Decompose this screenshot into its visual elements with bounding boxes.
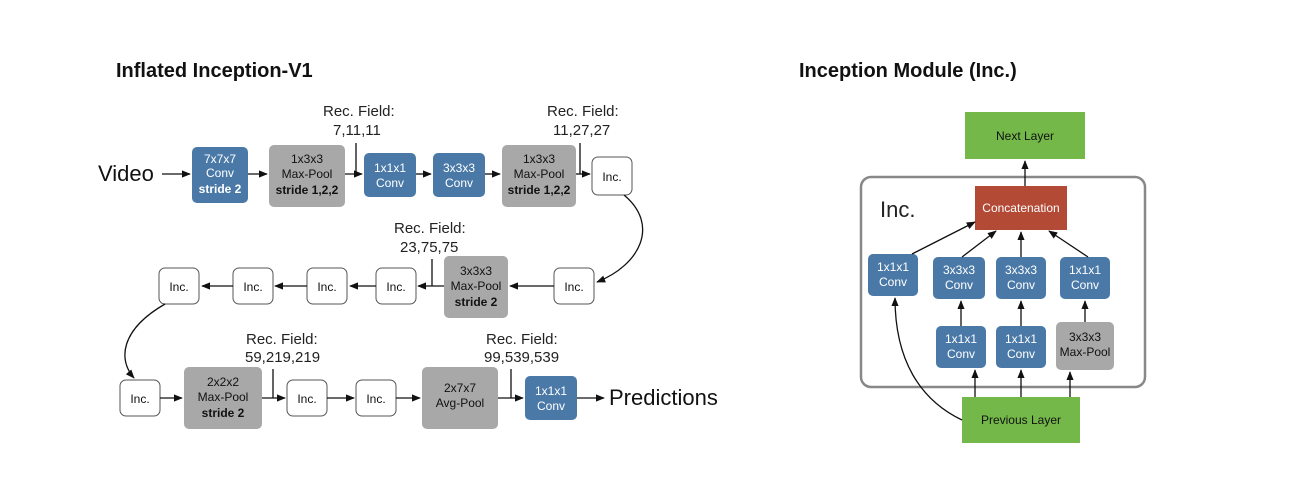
inc-module-border [859,175,1147,389]
svg-text:Concatenation: Concatenation [982,201,1059,215]
svg-text:Inc.: Inc. [243,280,262,294]
rec-field-4-label: Rec. Field: [246,331,318,348]
inc-module-label: Inc. [880,197,915,222]
svg-text:1x1x1: 1x1x1 [1005,332,1037,346]
block-conv-1x1x1-a: 1x1x1 Conv [364,153,416,197]
svg-text:1x3x3: 1x3x3 [523,152,555,166]
branch-conv-1x1x1-d: 1x1x1 Conv [1060,257,1110,299]
inc-block-6: Inc. [158,267,200,305]
next-layer-box: Next Layer [965,112,1085,159]
rec-field-3-value: 23,75,75 [400,239,458,256]
svg-text:7x7x7: 7x7x7 [204,152,236,166]
svg-text:Avg-Pool: Avg-Pool [436,396,484,410]
svg-text:Conv: Conv [1071,278,1099,292]
svg-text:stride 2: stride 2 [199,182,242,196]
svg-text:Max-Pool: Max-Pool [451,279,502,293]
svg-text:Inc.: Inc. [297,392,316,406]
rec-field-3-label: Rec. Field: [394,220,466,237]
svg-text:Conv: Conv [1007,347,1035,361]
block-maxpool-1x3x3-a: 1x3x3 Max-Pool stride 1,2,2 [269,145,345,207]
branch-maxpool-3x3x3: 3x3x3 Max-Pool [1056,322,1114,370]
rec-field-5-label: Rec. Field: [486,331,558,348]
rec-field-5-value: 99,539,539 [484,349,559,366]
svg-text:2x2x2: 2x2x2 [207,375,239,389]
predictions-label: Predictions [609,385,718,410]
svg-text:Inc.: Inc. [169,280,188,294]
svg-text:Conv: Conv [1007,278,1035,292]
svg-text:1x3x3: 1x3x3 [291,152,323,166]
block-conv-1x1x1-final: 1x1x1 Conv [525,376,577,420]
branch-conv-3x3x3-a: 3x3x3 Conv [933,257,985,299]
video-label: Video [98,161,154,186]
left-title: Inflated Inception-V1 [116,60,313,82]
concatenation-box: Concatenation [975,186,1067,230]
svg-text:Conv: Conv [445,176,473,190]
block-maxpool-1x3x3-b: 1x3x3 Max-Pool stride 1,2,2 [502,145,576,207]
rec-field-2-value: 11,27,27 [553,122,610,139]
inc-block-3: Inc. [375,267,417,305]
svg-text:Conv: Conv [947,347,975,361]
inc-block-5: Inc. [232,267,274,305]
inc-block-2: Inc. [553,267,595,305]
block-maxpool-2x2x2: 2x2x2 Max-Pool stride 2 [184,367,262,429]
svg-text:1x1x1: 1x1x1 [945,332,977,346]
svg-text:3x3x3: 3x3x3 [1069,330,1101,344]
inc-block-9: Inc. [355,379,397,417]
svg-text:Conv: Conv [376,176,404,190]
svg-text:1x1x1: 1x1x1 [374,161,406,175]
inc-block-7: Inc. [119,379,161,417]
branch-conv-3x3x3-b: 3x3x3 Conv [996,257,1046,299]
svg-text:Previous Layer: Previous Layer [981,413,1061,427]
block-avgpool-2x7x7: 2x7x7 Avg-Pool [422,367,498,429]
svg-text:stride 1,2,2: stride 1,2,2 [276,183,339,197]
svg-text:Conv: Conv [879,275,907,289]
block-maxpool-3x3x3: 3x3x3 Max-Pool stride 2 [444,256,508,318]
svg-text:stride 2: stride 2 [202,406,245,420]
svg-text:Inc.: Inc. [366,392,385,406]
svg-text:3x3x3: 3x3x3 [1005,263,1037,277]
rec-field-2-label: Rec. Field: [547,103,619,120]
branch-conv-1x1x1-b: 1x1x1 Conv [936,326,986,368]
svg-text:Max-Pool: Max-Pool [198,390,249,404]
svg-text:1x1x1: 1x1x1 [877,260,909,274]
svg-text:Max-Pool: Max-Pool [1060,345,1111,359]
svg-text:Inc.: Inc. [317,280,336,294]
svg-text:Max-Pool: Max-Pool [514,167,565,181]
branch-conv-1x1x1-a: 1x1x1 Conv [868,254,918,296]
rec-field-1-label: Rec. Field: [323,103,395,120]
svg-text:1x1x1: 1x1x1 [1069,263,1101,277]
svg-text:1x1x1: 1x1x1 [535,384,567,398]
svg-text:stride 1,2,2: stride 1,2,2 [508,183,571,197]
rec-field-4-value: 59,219,219 [245,349,320,366]
svg-text:Max-Pool: Max-Pool [282,167,333,181]
svg-text:3x3x3: 3x3x3 [460,264,492,278]
rec-field-1-value: 7,11,11 [333,122,381,139]
svg-text:Inc.: Inc. [130,392,149,406]
block-conv-7x7x7: 7x7x7 Conv stride 2 [192,147,248,203]
svg-text:stride 2: stride 2 [455,295,498,309]
svg-text:Next Layer: Next Layer [996,129,1054,143]
branch-conv-1x1x1-c: 1x1x1 Conv [996,326,1046,368]
svg-text:Conv: Conv [945,278,973,292]
svg-text:Inc.: Inc. [602,170,621,184]
svg-text:3x3x3: 3x3x3 [443,161,475,175]
inc-block-1: Inc. [591,156,633,196]
svg-text:Inc.: Inc. [386,280,405,294]
inc-block-8: Inc. [286,379,328,417]
previous-layer-box: Previous Layer [962,397,1080,443]
svg-text:Conv: Conv [537,399,565,413]
block-conv-3x3x3-a: 3x3x3 Conv [433,153,485,197]
svg-text:3x3x3: 3x3x3 [943,263,975,277]
right-title: Inception Module (Inc.) [799,60,1017,82]
svg-text:Inc.: Inc. [564,280,583,294]
svg-text:2x7x7: 2x7x7 [444,381,476,395]
svg-text:Conv: Conv [206,166,234,180]
inc-block-4: Inc. [306,267,348,305]
